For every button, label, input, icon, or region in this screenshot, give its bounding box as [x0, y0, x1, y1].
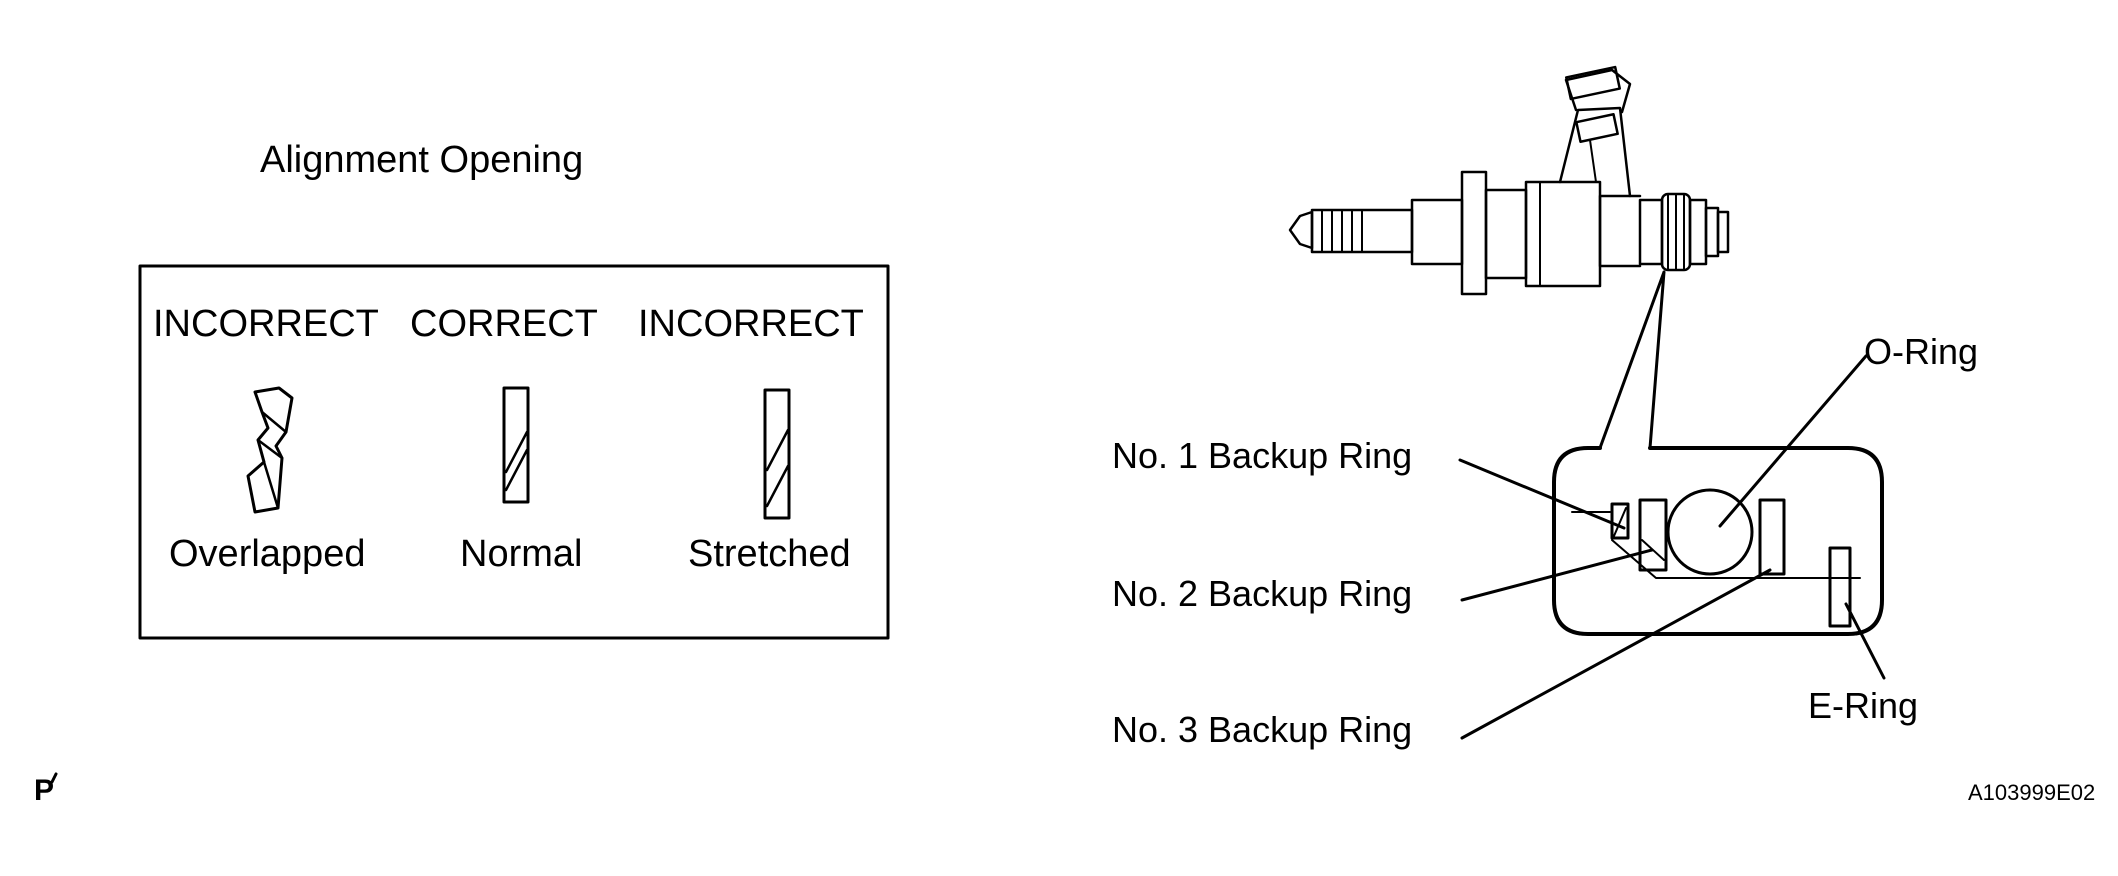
corner-mark: P — [34, 774, 54, 807]
leader-o-ring — [1718, 354, 1868, 528]
leader-backup-ring-2 — [1460, 548, 1654, 602]
caption-normal: Normal — [460, 533, 582, 575]
stretched-ring-icon — [763, 388, 791, 520]
label-backup-ring-2: No. 2 Backup Ring — [1112, 573, 1412, 614]
label-e-ring: E-Ring — [1808, 685, 1918, 726]
status-label-incorrect-right: INCORRECT — [638, 303, 864, 345]
label-o-ring: O-Ring — [1864, 331, 1978, 372]
leader-backup-ring-1 — [1458, 458, 1626, 530]
corner-mark-tick — [50, 772, 58, 784]
figure-id: A103999E02 — [1968, 780, 2095, 805]
seal-detail-box — [1552, 446, 1884, 636]
fuel-injector-illustration — [1288, 65, 1730, 296]
normal-ring-icon — [502, 386, 530, 504]
overlapped-ring-icon — [246, 386, 294, 514]
alignment-opening-title: Alignment Opening — [260, 139, 583, 181]
label-backup-ring-3: No. 3 Backup Ring — [1112, 709, 1412, 750]
caption-stretched: Stretched — [688, 533, 851, 575]
callout-lines — [1598, 270, 1666, 450]
leader-e-ring — [1844, 602, 1886, 680]
status-label-correct: CORRECT — [410, 303, 598, 345]
leader-backup-ring-3 — [1460, 568, 1772, 740]
label-backup-ring-1: No. 1 Backup Ring — [1112, 435, 1412, 476]
caption-overlapped: Overlapped — [169, 533, 365, 575]
alignment-opening-box — [138, 264, 890, 640]
status-label-incorrect-left: INCORRECT — [153, 303, 379, 345]
